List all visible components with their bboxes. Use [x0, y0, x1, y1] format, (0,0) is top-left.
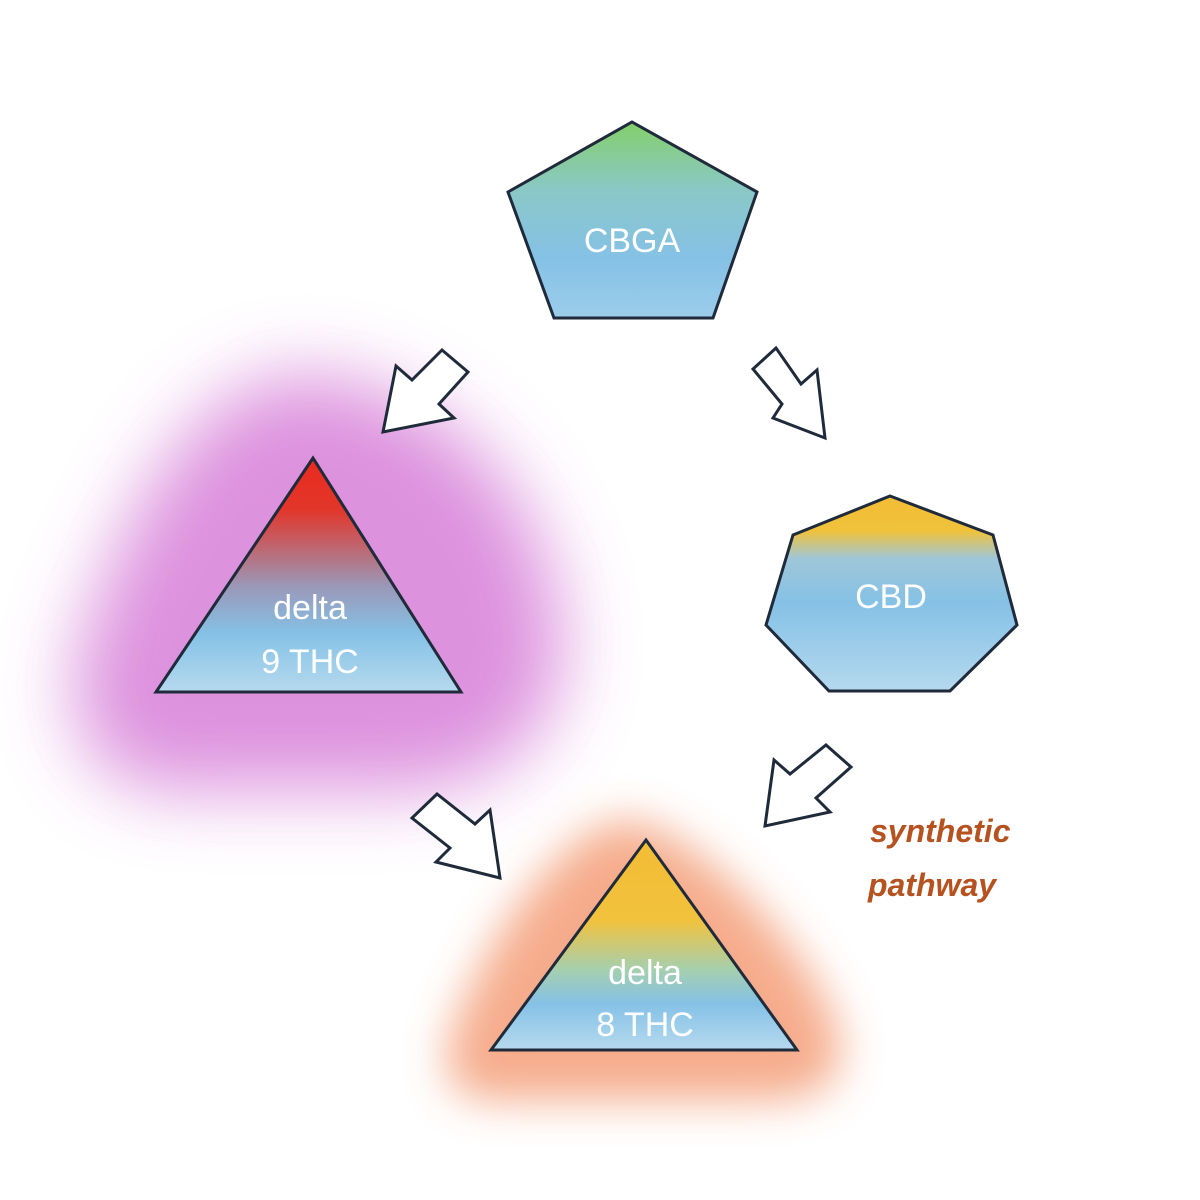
annotation-line2: pathway: [867, 867, 998, 903]
delta8-label-line2: 8 THC: [596, 1006, 694, 1044]
node-delta8-thc: delta 8 THC: [488, 837, 800, 1052]
node-delta9-thc: delta 9 THC: [153, 455, 464, 694]
cbga-pentagon: [506, 120, 759, 320]
cbd-heptagon: [764, 494, 1019, 693]
arrow-cbga-to-cbd: [750, 345, 827, 441]
cbga-label: CBGA: [584, 222, 681, 260]
delta9-label-line1: delta: [273, 589, 347, 627]
delta9-label-line2: 9 THC: [261, 643, 359, 681]
arrow-down-right-icon: [750, 345, 827, 441]
delta9-triangle: [153, 455, 464, 694]
delta8-triangle: [488, 837, 800, 1052]
synthetic-pathway-annotation: synthetic pathway: [867, 813, 1011, 903]
arrow-down-right-icon: [409, 792, 502, 880]
delta8-label-line1: delta: [608, 954, 682, 992]
arrow-cbd-to-delta8: [763, 743, 854, 828]
arrow-delta9-to-delta8: [409, 792, 502, 880]
node-cbga: CBGA: [506, 120, 759, 320]
cbd-label: CBD: [855, 578, 927, 616]
arrow-cbga-to-delta9: [381, 347, 471, 434]
annotation-line1: synthetic: [870, 813, 1011, 849]
node-cbd: CBD: [764, 494, 1019, 693]
arrow-down-left-icon: [381, 347, 471, 434]
arrow-down-left-icon: [763, 743, 854, 828]
